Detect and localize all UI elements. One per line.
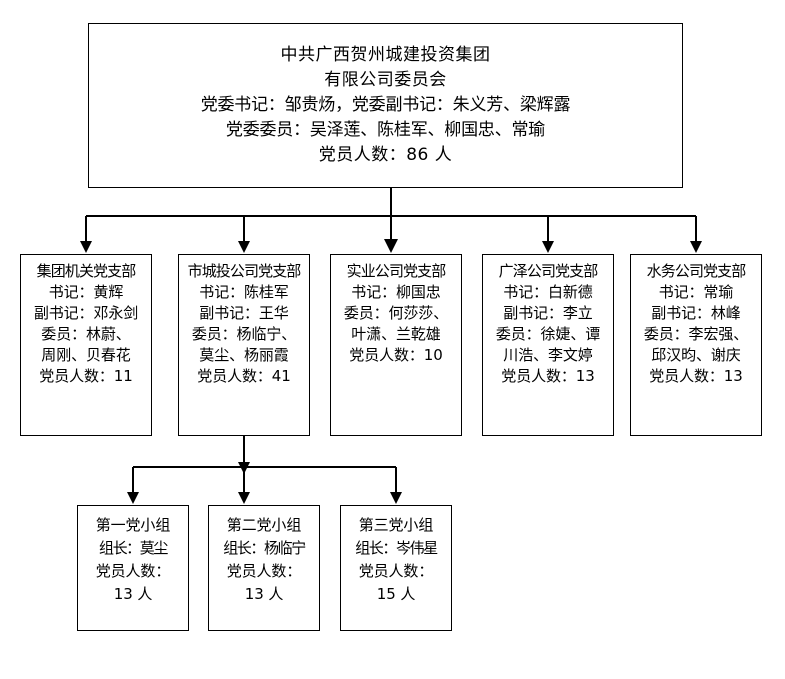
group-box-first: 第一党小组 组长：莫尘 党员人数： 13 人 [77,505,189,631]
arrowhead-group-0 [127,492,139,504]
branch-secretary: 书记：黄辉 [48,283,124,301]
arrowhead-branch1-stem [238,462,250,474]
branch-secretary: 书记：柳国忠 [351,283,441,301]
branch-member-count: 党员人数：13 [501,367,595,385]
branch-members-2: 川浩、李文婷 [503,346,593,364]
arrowhead-branch-1 [238,241,250,253]
branch-title: 市城投公司党支部 [187,262,302,280]
arrowhead-group-1 [238,492,250,504]
branch-title: 广泽公司党支部 [498,262,599,280]
branch-box-water-affairs: 水务公司党支部 书记：常瑜 副书记：林峰 委员：李宏强、 邱汉昀、谢庆 党员人数… [630,254,762,436]
root-line-members: 党委委员：吴泽莲、陈桂军、柳国忠、常瑜 [225,120,546,140]
branch-members-1: 委员：徐婕、谭 [495,325,601,343]
branch-deputy: 副书记：王华 [199,304,289,322]
branch-secretary: 书记：陈桂军 [199,283,289,301]
branch-member-count: 党员人数：11 [39,367,133,385]
branch-deputy: 副书记：李立 [503,304,593,322]
branch-title: 实业公司党支部 [346,262,447,280]
branch-members-2: 莫尘、杨丽霞 [199,346,289,364]
branch-members-2: 邱汉昀、谢庆 [651,346,741,364]
branch-member-count: 党员人数：13 [649,367,743,385]
group-count-label: 党员人数： [226,562,302,580]
branch-members-1: 委员：林蔚、 [41,325,131,343]
arrowhead-branch-0 [80,241,92,253]
branch-box-city-investment: 市城投公司党支部 书记：陈桂军 副书记：王华 委员：杨临宁、 莫尘、杨丽霞 党员… [178,254,310,436]
group-count-label: 党员人数： [358,562,434,580]
arrowhead-branch-4 [690,241,702,253]
group-count-value: 13 人 [244,585,284,603]
root-line-member-count: 党员人数：86 人 [318,145,453,165]
branch-secretary: 书记：常瑜 [658,283,734,301]
branch-deputy: 副书记：邓永剑 [33,304,139,322]
branch-deputy: 副书记：林峰 [651,304,741,322]
group-leader: 组长：岑伟星 [355,539,438,557]
root-line-org-name-1: 中共广西贺州城建投资集团 [280,45,491,65]
group-box-third: 第三党小组 组长：岑伟星 党员人数： 15 人 [340,505,452,631]
group-title: 第二党小组 [226,516,302,534]
root-committee-box: 中共广西贺州城建投资集团 有限公司委员会 党委书记：邹贵炀，党委副书记：朱义芳、… [88,23,683,188]
group-leader: 组长：莫尘 [98,539,168,557]
branch-members-2: 叶潇、兰乾雄 [351,325,441,343]
branch-box-group-agency: 集团机关党支部 书记：黄辉 副书记：邓永剑 委员：林蔚、 周刚、贝春花 党员人数… [20,254,152,436]
group-count-value: 15 人 [376,585,416,603]
branch-member-count: 党员人数：41 [197,367,291,385]
group-count-value: 13 人 [113,585,153,603]
branch-title: 水务公司党支部 [646,262,747,280]
branch-members-1: 委员：李宏强、 [643,325,749,343]
branch-box-guangze: 广泽公司党支部 书记：白新德 副书记：李立 委员：徐婕、谭 川浩、李文婷 党员人… [482,254,614,436]
branch-members-1: 委员：何莎莎、 [343,304,449,322]
arrowhead-group-2 [390,492,402,504]
arrowhead-branch-3 [542,241,554,253]
branch-members-1: 委员：杨临宁、 [191,325,297,343]
branch-box-industrial: 实业公司党支部 书记：柳国忠 委员：何莎莎、 叶潇、兰乾雄 党员人数：10 [330,254,462,436]
root-line-secretaries: 党委书记：邹贵炀，党委副书记：朱义芳、梁辉露 [200,95,571,115]
branch-title: 集团机关党支部 [36,262,137,280]
arrowhead-branch-2 [384,239,398,253]
group-leader: 组长：杨临宁 [223,539,306,557]
group-count-label: 党员人数： [95,562,171,580]
group-title: 第一党小组 [95,516,171,534]
group-box-second: 第二党小组 组长：杨临宁 党员人数： 13 人 [208,505,320,631]
branch-member-count: 党员人数：10 [349,346,443,364]
branch-members-2: 周刚、贝春花 [41,346,131,364]
root-line-org-name-2: 有限公司委员会 [324,70,447,90]
branch-secretary: 书记：白新德 [503,283,593,301]
group-title: 第三党小组 [358,516,434,534]
